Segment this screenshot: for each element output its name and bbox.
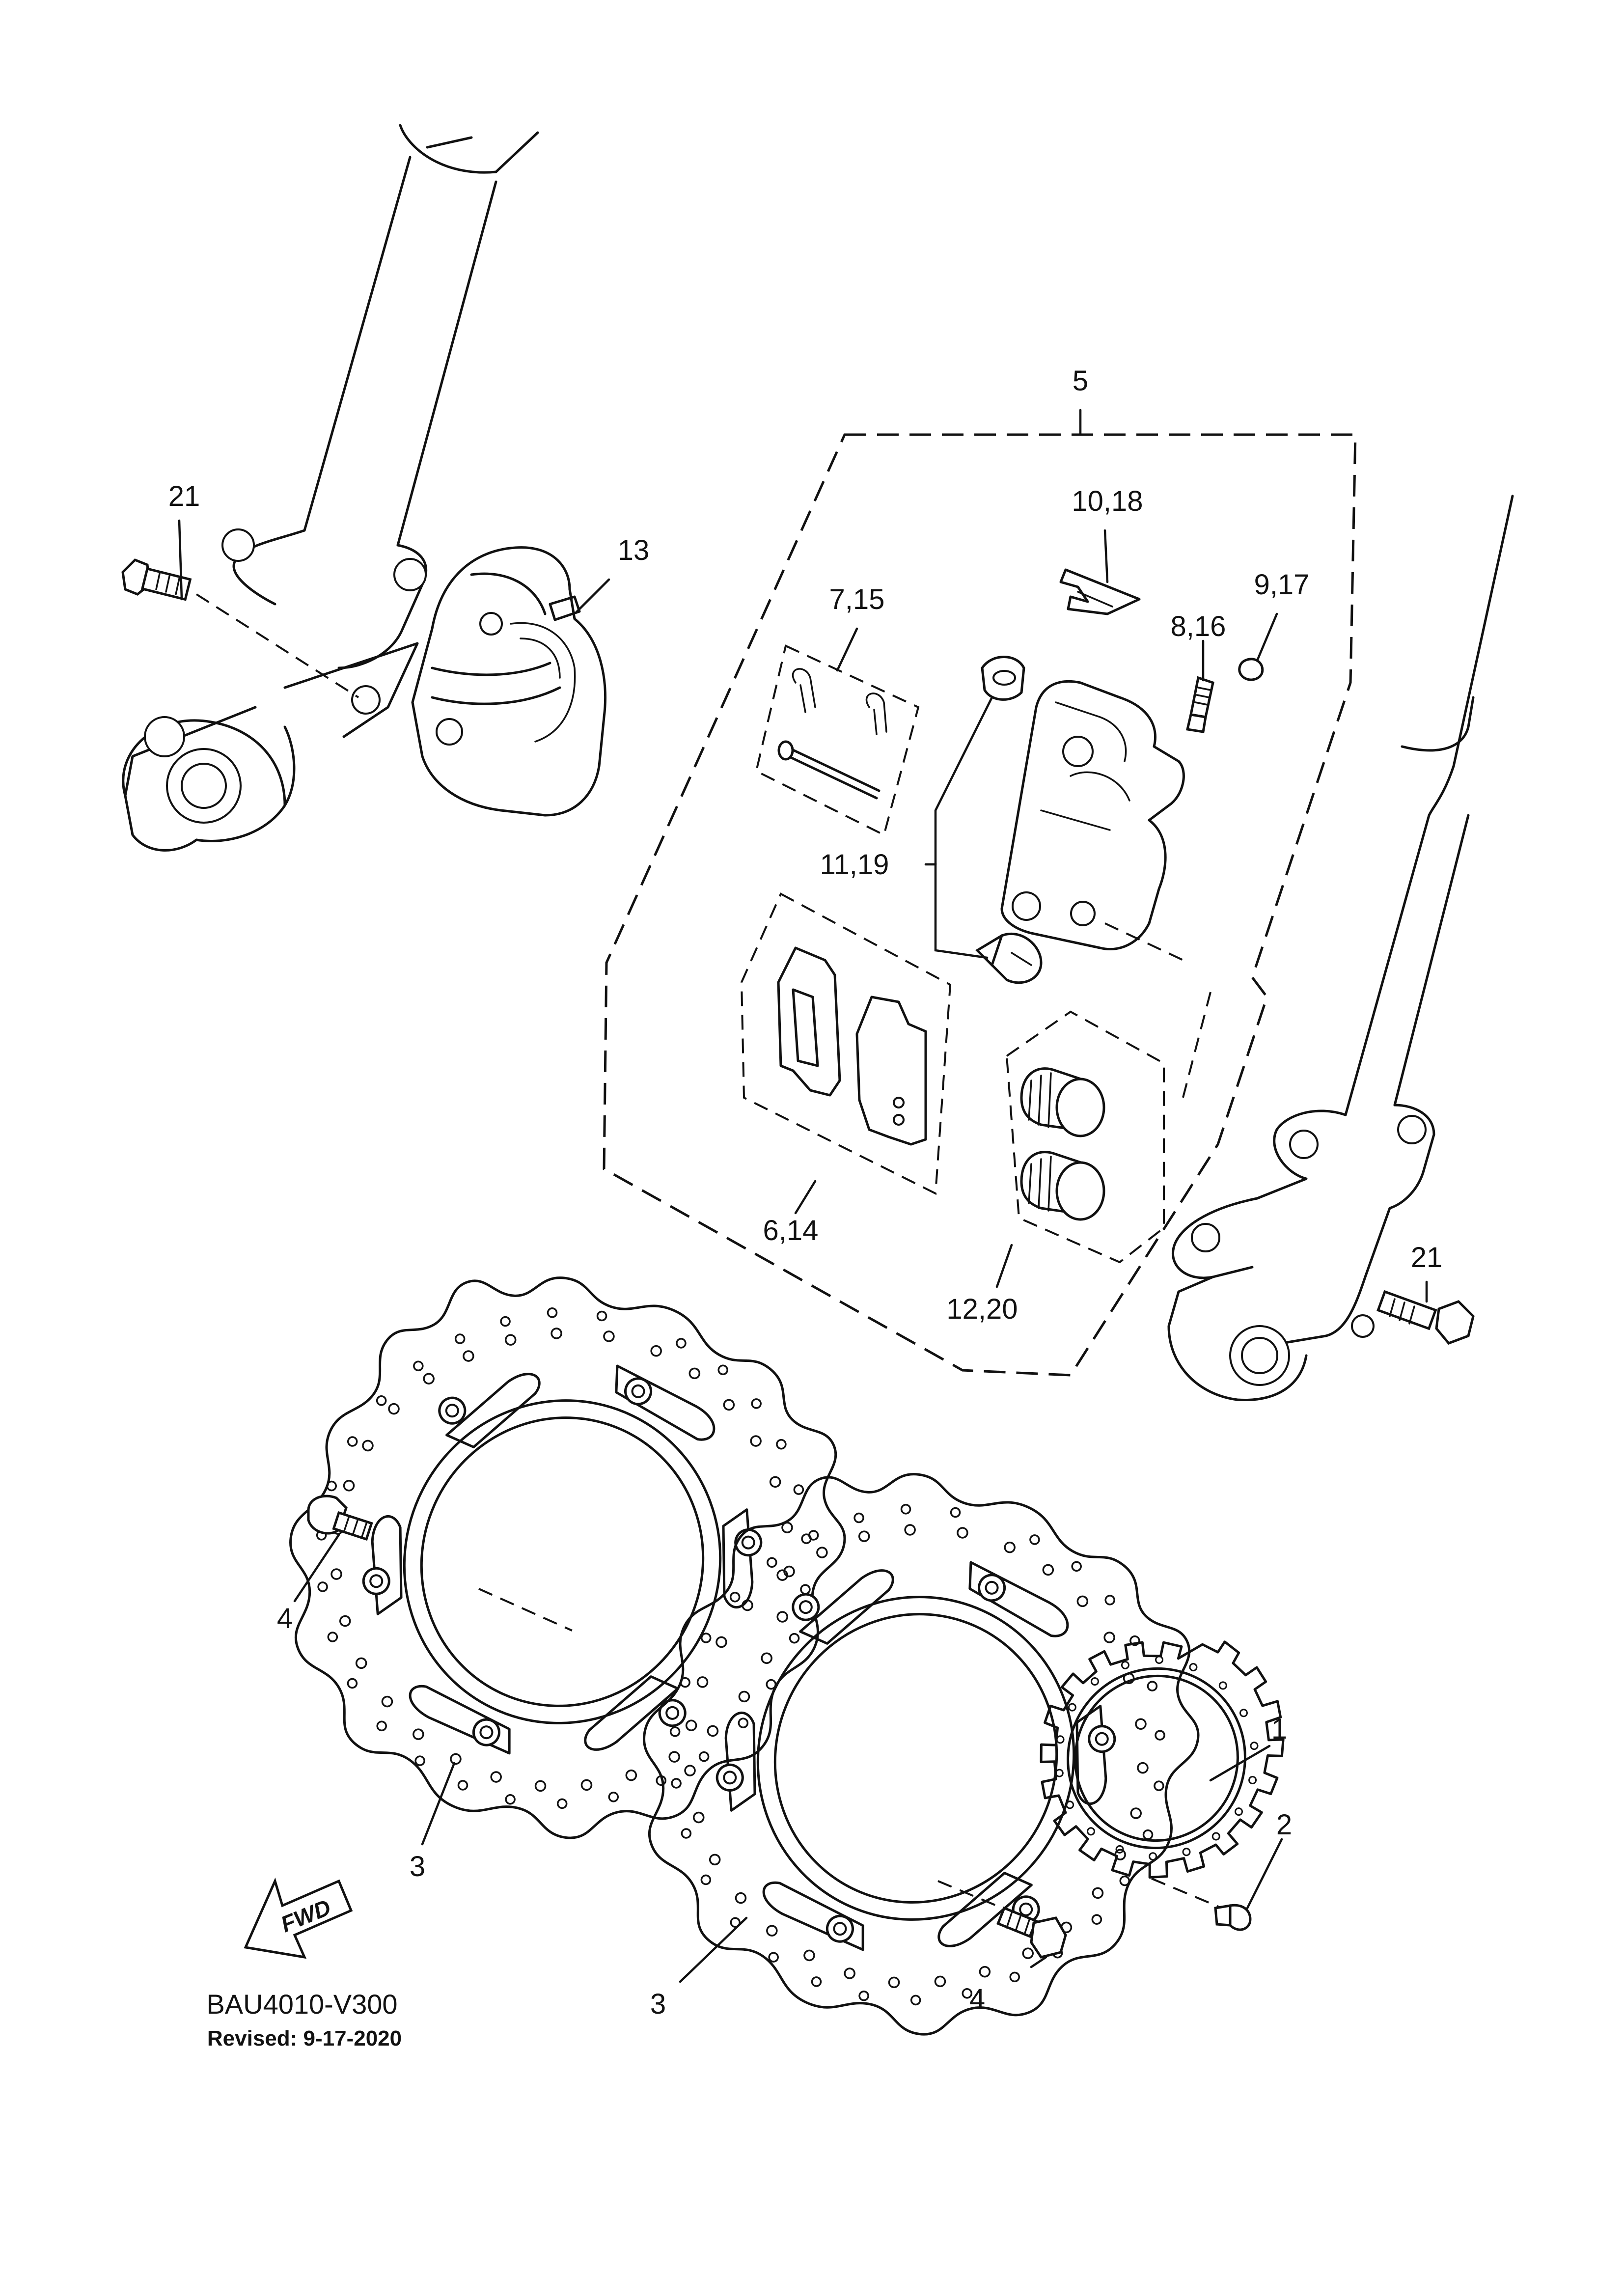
callout-10-18: 10,18 (1072, 485, 1143, 517)
callout-21-right: 21 (1411, 1242, 1443, 1274)
callout-9-17: 9,17 (1254, 569, 1310, 601)
callout-7-15: 7,15 (829, 583, 885, 615)
right-fork-leg (1167, 495, 1514, 1401)
callout-labels: 21 13 5 10,18 9,17 7,15 8,16 11,19 6,14 … (168, 365, 1443, 2020)
leader-12-20 (995, 1244, 1013, 1288)
abs-rotor-screw-line (1151, 1878, 1228, 1911)
disc-bolt-left (307, 1495, 373, 1541)
caliper-assembly-kit-outline (603, 409, 1357, 1377)
callout-4-right: 4 (969, 1983, 985, 2015)
leader-6-14 (794, 1180, 817, 1215)
piston-upper (1020, 1067, 1105, 1137)
callout-21-left: 21 (168, 480, 200, 512)
brake-disc-left (289, 1276, 846, 1839)
caliper-body (1000, 680, 1189, 964)
bleed-screw (1185, 676, 1214, 733)
bolt-21-right (1376, 1290, 1475, 1345)
bleed-screw-cap (1238, 658, 1264, 681)
leader-11-19 (924, 863, 989, 959)
caliper-slide-pin (975, 932, 1043, 984)
diagram-code: BAU4010-V300 (206, 1989, 397, 2020)
callout-12-20: 12,20 (946, 1293, 1018, 1325)
pad-pin-set (755, 644, 920, 836)
callout-5: 5 (1073, 365, 1088, 397)
abs-sensor-rotor (1040, 1640, 1285, 1879)
callout-11-19: 11,19 (820, 849, 889, 881)
brake-pad-set (740, 892, 952, 1195)
forward-arrow-icon: FWD (244, 1877, 353, 1959)
callout-13: 13 (618, 534, 650, 566)
disc-left-bolt-line (478, 1588, 573, 1632)
callout-2: 2 (1276, 1809, 1292, 1841)
leader-lines (178, 519, 1283, 1983)
callout-1: 1 (1271, 1713, 1287, 1745)
pad-spring (1059, 568, 1141, 615)
abs-rotor-screw (1214, 1904, 1252, 1931)
caliper-mounted-left (411, 546, 606, 817)
caliper-boot-upper (981, 656, 1025, 701)
callout-4-left: 4 (277, 1603, 293, 1634)
leader-11-19-upper (934, 696, 993, 866)
disc-bolt-right (996, 1906, 1067, 1959)
caliper-piston-set (1005, 1010, 1165, 1264)
disc-right-bolt-line (937, 1880, 1015, 1914)
brake-disc-right (643, 1473, 1200, 2036)
callout-8-16: 8,16 (1171, 610, 1226, 642)
bolt-21-left (121, 558, 359, 698)
callout-3-right: 3 (650, 1988, 666, 2020)
left-fork-leg (122, 124, 539, 852)
callout-6-14: 6,14 (763, 1215, 819, 1246)
callout-3-left: 3 (410, 1851, 425, 1883)
revision-date: Revised: 9-17-2020 (207, 2026, 402, 2050)
piston-lower (1020, 1151, 1105, 1221)
